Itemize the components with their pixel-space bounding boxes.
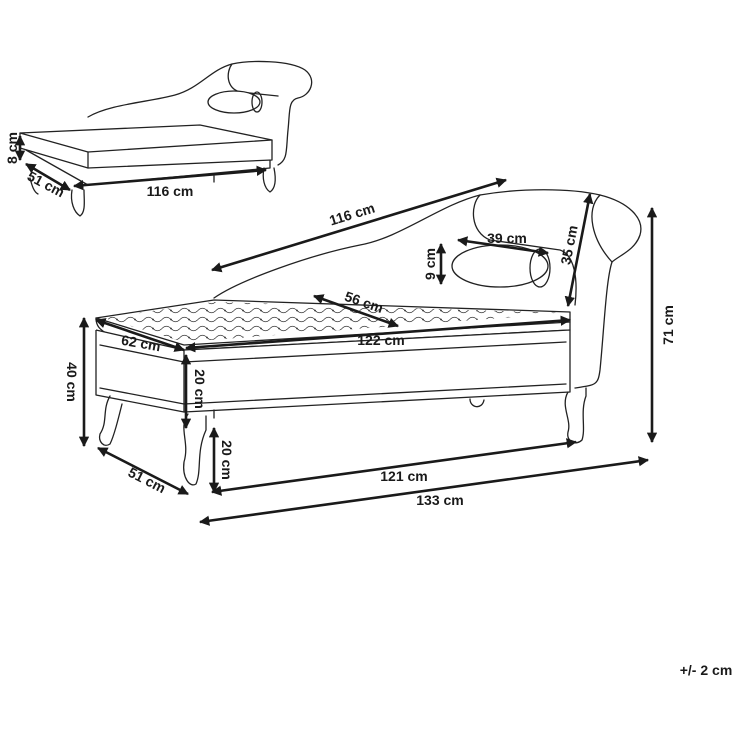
main-seat-length-dimension: 122 cm bbox=[184, 315, 572, 353]
main-leg-height-dimension: 20 cm bbox=[208, 426, 235, 494]
small-depth-label: 51 cm bbox=[25, 168, 68, 201]
main-seat-depth-label: 62 cm bbox=[120, 332, 162, 355]
main-armrest-height-label: 35 cm bbox=[557, 224, 580, 266]
main-bolster-diameter-dimension: 9 cm bbox=[422, 242, 447, 286]
main-seat-length-label: 122 cm bbox=[357, 332, 404, 348]
main-total-length-dimension: 133 cm bbox=[198, 456, 650, 526]
main-seat-height-label: 40 cm bbox=[64, 362, 80, 402]
main-seat-depth-dimension: 62 cm bbox=[95, 318, 185, 355]
small-depth-dimension: 51 cm bbox=[25, 162, 71, 201]
main-box-height-dimension: 20 cm bbox=[180, 353, 208, 430]
main-base-length-dimension: 121 cm bbox=[210, 438, 578, 496]
main-bolster-length-label: 39 cm bbox=[487, 230, 527, 246]
main-total-height-label: 71 cm bbox=[660, 305, 676, 345]
main-total-length-label: 133 cm bbox=[416, 492, 463, 508]
main-backrest-length-label: 116 cm bbox=[327, 200, 376, 229]
small-length-label: 116 cm bbox=[147, 183, 194, 199]
tolerance-note: +/- 2 cm bbox=[680, 662, 733, 678]
main-bolster-diameter-label: 9 cm bbox=[422, 248, 438, 280]
small-height-dimension: 8 cm bbox=[4, 132, 26, 164]
small-height-label: 8 cm bbox=[4, 132, 20, 164]
main-bolster-length-dimension: 39 cm bbox=[456, 230, 550, 257]
main-leg-height-label: 20 cm bbox=[219, 440, 235, 480]
main-total-height-dimension: 71 cm bbox=[646, 206, 676, 444]
main-base-length-label: 121 cm bbox=[380, 468, 427, 484]
main-armrest-height-dimension: 35 cm bbox=[557, 192, 594, 308]
main-seat-height-dimension: 40 cm bbox=[64, 316, 90, 448]
main-box-height-label: 20 cm bbox=[192, 369, 208, 409]
main-base-depth-dimension: 51 cm bbox=[97, 446, 189, 496]
small-length-dimension: 116 cm bbox=[72, 165, 268, 199]
main-base-depth-label: 51 cm bbox=[126, 464, 169, 496]
